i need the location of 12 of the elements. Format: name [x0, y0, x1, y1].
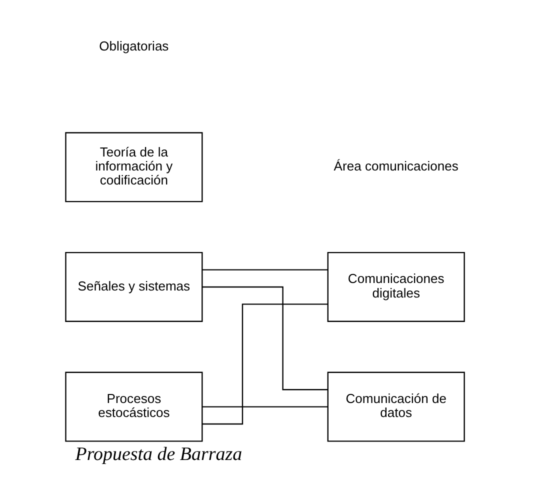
connector	[202, 304, 328, 425]
node-box: Señales y sistemas	[65, 252, 203, 322]
label: Obligatorias	[99, 38, 169, 54]
label: Área comunicaciones	[334, 158, 458, 174]
node-box: Comunicación de datos	[327, 372, 465, 442]
connector	[202, 269, 328, 270]
node-box: Teoría de la información y codificación	[65, 132, 203, 202]
caption: Propuesta de Barraza	[75, 444, 242, 465]
connector	[202, 406, 328, 408]
node-box: Comunicaciones digitales	[327, 252, 465, 322]
node-box: Procesos estocásticos	[65, 372, 203, 442]
connector	[202, 286, 328, 390]
